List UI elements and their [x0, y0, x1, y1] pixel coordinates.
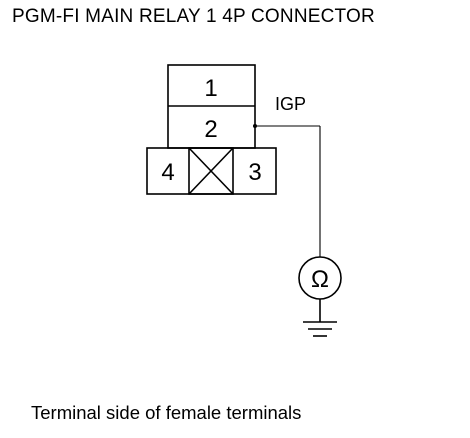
igp-wire-label: IGP [275, 94, 306, 114]
terminal-2-probe-point [253, 124, 257, 128]
diagram-caption: Terminal side of female terminals [31, 402, 302, 423]
terminal-4-label: 4 [161, 159, 174, 186]
igp-wire [255, 125, 321, 257]
ohm-symbol: Ω [311, 266, 329, 293]
diagram-title: PGM-FI MAIN RELAY 1 4P CONNECTOR [12, 6, 375, 27]
terminal-2-label: 2 [204, 116, 217, 143]
connector-housing [146, 64, 277, 195]
terminal-3-label: 3 [248, 159, 261, 186]
blank-terminal-cavity [188, 147, 234, 195]
terminal-1-label: 1 [204, 75, 217, 102]
ground-icon [303, 299, 337, 337]
blank-cavity-cross-b [188, 147, 234, 195]
